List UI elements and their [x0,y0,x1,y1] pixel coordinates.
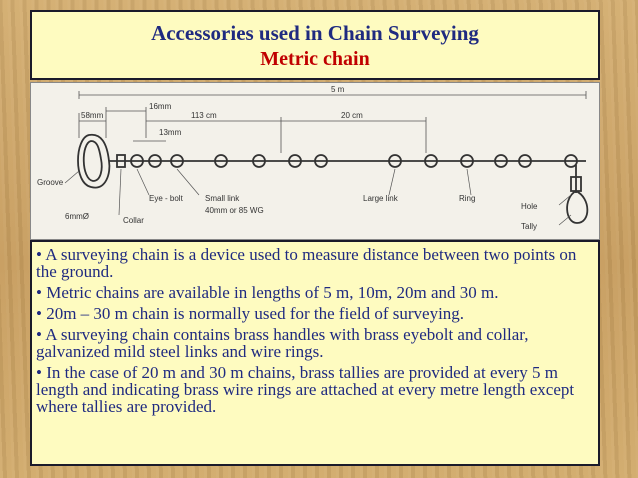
label-58mm: 58mm [81,111,104,120]
slide-subtitle: Metric chain [260,48,370,70]
brass-handle [77,133,127,189]
title-box: Accessories used in Chain Surveying Metr… [30,10,600,80]
slide-title: Accessories used in Chain Surveying [151,21,479,45]
bullet-item: • A surveying chain is a device used to … [36,245,577,281]
bullet-item: • Metric chains are available in lengths… [36,283,499,302]
label-6mm-dia: 6mmØ [65,212,89,221]
bullet-text-box: • A surveying chain is a device used to … [30,240,600,466]
label-tally: Tally [521,222,537,231]
chain-diagram-svg: 5 m 16mm 58mm 113 cm 13mm 20 cm Groove E… [37,85,589,231]
label-113cm: 113 cm [191,111,217,120]
label-ring: Ring [459,194,475,203]
label-hole: Hole [521,202,538,211]
label-20cm: 20 cm [341,111,363,120]
label-eye-bolt: Eye - bolt [149,194,184,203]
label-small-link-spec: 40mm or 85 WG [205,206,264,215]
label-16mm: 16mm [149,102,172,111]
bullet-item: • 20m – 30 m chain is normally used for … [36,304,465,323]
label-small-link: Small link [205,194,240,203]
label-13mm: 13mm [159,128,182,137]
chain-links [127,154,589,224]
label-total-length: 5 m [331,85,345,94]
metric-chain-diagram: 5 m 16mm 58mm 113 cm 13mm 20 cm Groove E… [30,82,600,240]
bullet-item: • In the case of 20 m and 30 m chains, b… [36,363,575,416]
label-large-link: Large link [363,194,399,203]
label-collar: Collar [123,216,144,225]
bullet-item: • A surveying chain contains brass handl… [36,325,529,361]
label-leaders [64,168,572,226]
dimension-lines [78,91,587,153]
label-groove: Groove [37,178,64,187]
